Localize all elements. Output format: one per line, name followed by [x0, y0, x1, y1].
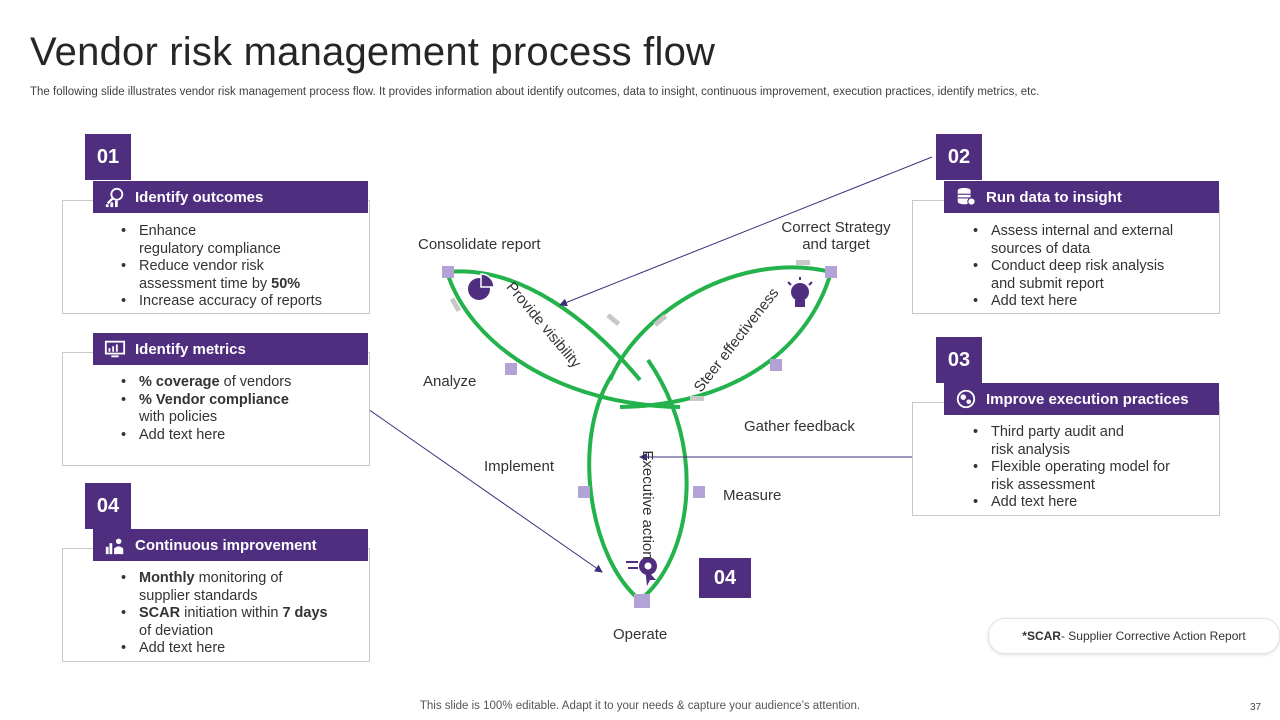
loop-label-effectiveness: Steer effectiveness	[691, 285, 783, 396]
loop-bottom-right	[638, 358, 689, 602]
gears-icon	[954, 387, 978, 411]
connector-card-metrics	[367, 408, 603, 573]
card-title: Identify outcomes	[135, 188, 264, 206]
list-item: Add text here	[119, 427, 359, 445]
list-item: % coverage of vendors	[119, 374, 359, 392]
card-title: Continuous improvement	[135, 536, 317, 554]
page-title: Vendor risk management process flow	[30, 30, 716, 74]
lightbulb-icon	[787, 277, 813, 307]
step-number-03: 03	[936, 337, 982, 383]
card-identify-metrics: % coverage of vendors % Vendor complianc…	[62, 352, 370, 466]
loop-right	[619, 271, 833, 409]
scar-footnote: *SCAR- Supplier Corrective Action Report	[988, 618, 1280, 654]
label-implement: Implement	[484, 458, 555, 475]
database-gear-icon	[954, 185, 978, 209]
connector-card-02	[559, 156, 933, 307]
label-analyze: Analyze	[423, 373, 477, 390]
loop-left	[445, 271, 681, 409]
label-operate: Operate	[613, 626, 668, 643]
node-implement	[578, 486, 590, 498]
footer-text: This slide is 100% editable. Adapt it to…	[419, 700, 861, 712]
step-number-04: 04	[85, 483, 131, 529]
card-header-run-data-to-insight: Run data to insight	[944, 181, 1219, 213]
card-identify-metrics-bullets: % coverage of vendors % Vendor complianc…	[119, 374, 359, 444]
card-title: Identify metrics	[135, 340, 246, 358]
label-measure: Measure	[723, 487, 782, 504]
dashboard-monitor-icon	[103, 337, 127, 361]
list-item: Add text here	[971, 494, 1211, 512]
loop-right-top	[608, 265, 832, 381]
label-correct-strategy: Correct Strategy and target	[770, 219, 902, 253]
card-header-improve-execution: Improve execution practices	[944, 383, 1219, 415]
card-header-identify-metrics: Identify metrics	[93, 333, 368, 365]
node-analyze	[505, 363, 517, 375]
scar-footnote-term: *SCAR	[1022, 629, 1061, 643]
label-correct-strategy-line2: and target	[802, 236, 870, 253]
list-item: Add text here	[971, 293, 1211, 311]
node-correct	[825, 266, 837, 278]
node-gather	[770, 359, 782, 371]
gear-cursor-icon	[626, 557, 657, 586]
team-growth-icon	[103, 533, 127, 557]
card-title: Improve execution practices	[986, 390, 1189, 408]
scar-footnote-definition: - Supplier Corrective Action Report	[1060, 629, 1246, 643]
card-header-continuous-improvement: Continuous improvement	[93, 529, 368, 561]
step-number-01: 01	[85, 134, 131, 180]
node-consolidate	[442, 266, 454, 278]
step-number-02: 02	[936, 134, 982, 180]
loop-label-executive: Executive action	[639, 450, 656, 559]
label-consolidate-report: Consolidate report	[418, 236, 541, 253]
card-header-identify-outcomes: Identify outcomes	[93, 181, 368, 213]
node-measure	[693, 486, 705, 498]
page-number: 37	[1250, 702, 1262, 713]
analytics-magnifier-icon	[103, 185, 127, 209]
list-item: Increase accuracy of reports	[119, 293, 359, 311]
card-title: Run data to insight	[986, 188, 1122, 206]
list-item: Add text here	[119, 640, 359, 658]
diagram-step-number: 04	[699, 558, 751, 598]
pie-chart-icon	[468, 273, 495, 300]
node-operate	[634, 594, 650, 608]
label-correct-strategy-line1: Correct Strategy	[781, 219, 891, 236]
page-subtitle: The following slide illustrates vendor r…	[30, 86, 1040, 98]
loop-bottom-left	[587, 373, 642, 602]
label-gather-feedback: Gather feedback	[744, 418, 855, 435]
